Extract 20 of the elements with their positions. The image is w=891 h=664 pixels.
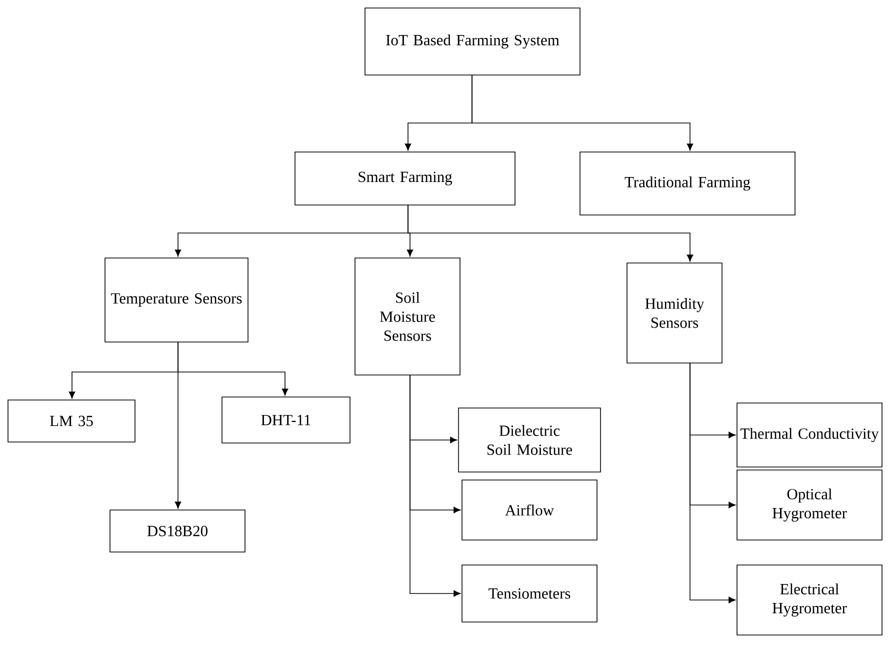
process-box: Dielectric Soil Moisture bbox=[458, 408, 601, 472]
process-box: IoT Based Farming System bbox=[364, 8, 580, 76]
process-box: Traditional Farming bbox=[580, 152, 796, 216]
arrow bbox=[408, 204, 694, 262]
process-box: Optical Hygrometer bbox=[736, 470, 882, 540]
process-box: Electrical Hygrometer bbox=[736, 564, 882, 636]
process-box: Tensiometers bbox=[462, 564, 598, 622]
process-box: DHT-11 bbox=[222, 396, 350, 444]
process-box: Airflow bbox=[462, 480, 598, 540]
arrow bbox=[410, 374, 461, 597]
process-box: Thermal Conductivity bbox=[736, 402, 882, 468]
process-box: DS18B20 bbox=[110, 510, 246, 552]
process-box: Temperature Sensors bbox=[104, 258, 248, 342]
process-box: LM 35 bbox=[8, 400, 136, 442]
process-box: Soil Moisture Sensors bbox=[354, 258, 460, 376]
arrow bbox=[690, 362, 736, 604]
process-box: Humidity Sensors bbox=[626, 262, 722, 364]
arrow bbox=[178, 342, 288, 396]
process-box: Smart Farming bbox=[294, 152, 516, 206]
arrow bbox=[472, 74, 694, 151]
